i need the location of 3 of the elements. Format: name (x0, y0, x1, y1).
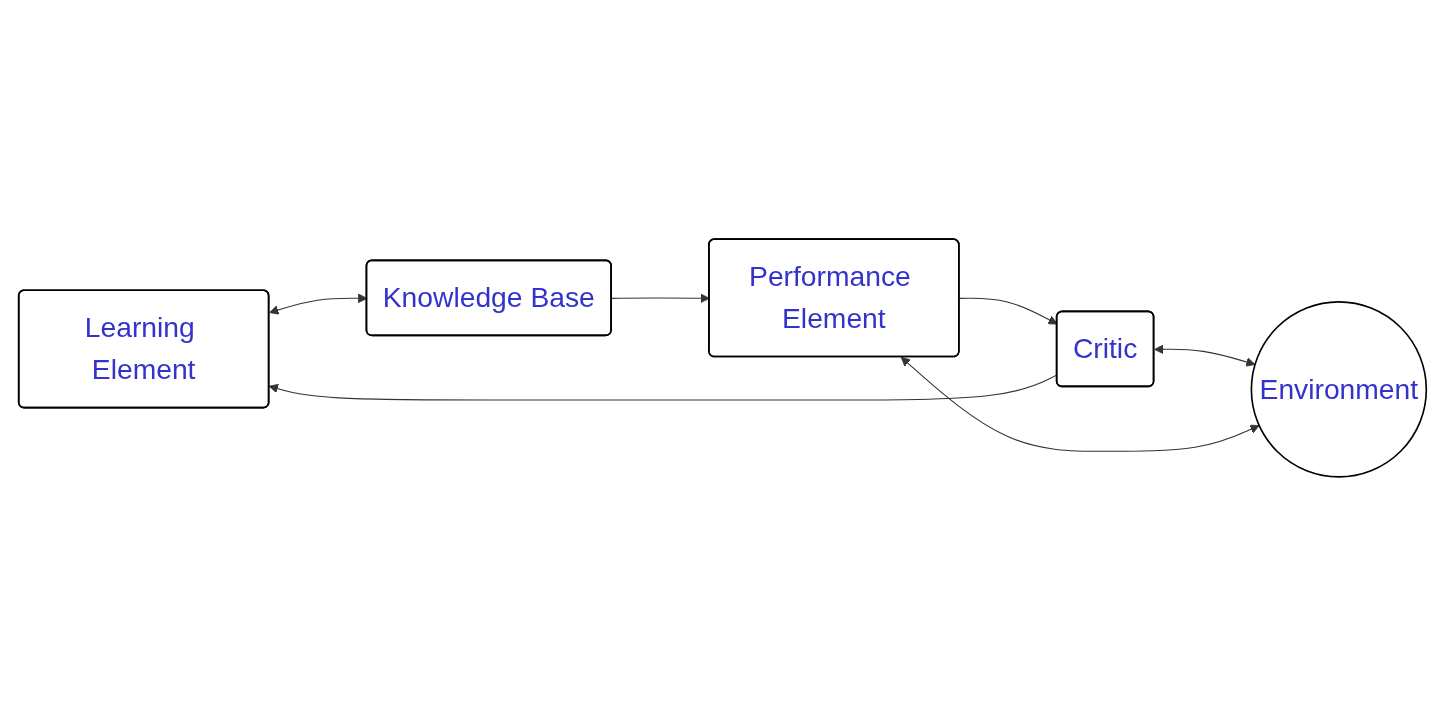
arrow (900, 356, 1260, 452)
node-circle: Environment (1250, 300, 1428, 478)
arrow (1154, 344, 1256, 367)
